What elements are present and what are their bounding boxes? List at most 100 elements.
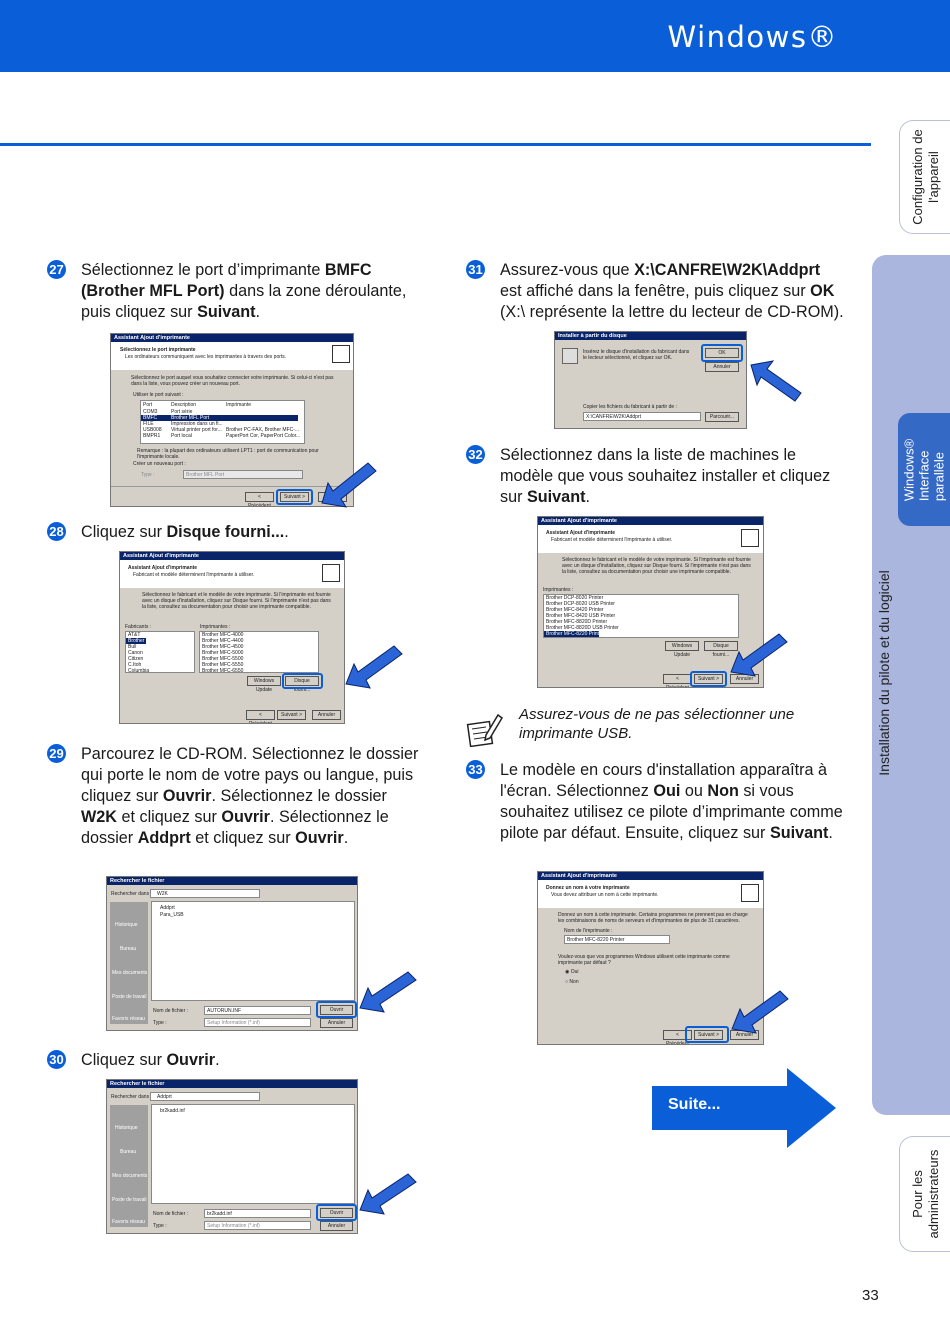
screen-disk-body: Sélectionnez le fabricant et le modèle d… [142, 592, 331, 610]
screen-port-row-printer: PaperPort Cor, PaperPort Color... [226, 433, 301, 439]
screen-open1-place: Favoris réseau [112, 1016, 146, 1022]
screen-name-name-value: Brother MFC-8220 Printer [567, 937, 625, 943]
screen-name-highlight [685, 1026, 729, 1043]
screen-open1-look-in: Rechercher dans : [111, 891, 152, 897]
page-number: 33 [862, 1287, 879, 1304]
screen-open2-place: Favoris réseau [112, 1219, 146, 1225]
screen-open2-name-label: Nom de fichier : [153, 1211, 189, 1217]
screen-open2-name-field: br2kadd.inf [204, 1209, 311, 1218]
tab-installation[interactable]: Installation du pilote et du logiciel [872, 255, 950, 1115]
step-31-text-1: Assurez-vous que [500, 261, 635, 279]
screen-models-printers-label: Imprimantes : [543, 587, 574, 593]
step-31-text-2: est affiché dans la fenêtre, puis clique… [500, 282, 811, 300]
screen-open2-cancel-button: Annuler [320, 1221, 353, 1231]
step-30-text: Cliquez sur Ouvrir. [81, 1050, 421, 1071]
step-27-text: Sélectionnez le port d’imprimante BMFC (… [81, 260, 421, 323]
screen-models-printer: Brother MFC-8220 Printer [546, 631, 604, 637]
step-31-bold-2: OK [810, 282, 835, 300]
step-31-text: Assurez-vous que X:\CANFRE\W2K\Addprt es… [500, 260, 845, 323]
step-27-bold-2: Suivant [197, 303, 256, 321]
step-29-text-1: Parcourez le CD-ROM. Sélectionnez le dos… [81, 745, 419, 805]
step-29-text-3: et cliquez sur [116, 808, 222, 826]
step-28-text-2: . [284, 523, 289, 541]
step-27-text-2: dans la zone déroulante, puis cliquez su… [81, 282, 407, 321]
tab-configuration[interactable]: Configuration de l'appareil [899, 120, 950, 234]
screen-port-list: Port Description Imprimante COM3 Port sé… [140, 400, 305, 444]
screen-port-type-field: Brother MFL Port [183, 470, 303, 479]
screen-models-printer: Brother MFC-8420 Printer [546, 607, 604, 613]
screen-name-yes-label: Oui [570, 969, 579, 975]
screen-open1-place: Poste de travail [112, 994, 147, 1000]
screen-open1-file: Addprt [160, 905, 175, 911]
screen-disk-maker: Citizen [128, 656, 144, 662]
step-29-text: Parcourez le CD-ROM. Sélectionnez le dos… [81, 744, 426, 849]
screen-port-type-label: Type : [141, 472, 155, 478]
step-29-bold-1: Ouvrir [162, 787, 212, 805]
screen-models-printer: Brother MFC-8420 USB Printer [546, 613, 616, 619]
screen-name-no-label: Non [569, 979, 579, 985]
step-number-33: 33 [466, 760, 485, 779]
screen-port-row-port: BMFC [143, 415, 158, 421]
step-number-32: 32 [466, 445, 485, 464]
screen-open1-place: Bureau [120, 946, 137, 952]
screen-open1-type-label: Type : [153, 1020, 167, 1026]
next-page-arrow[interactable] [652, 1068, 836, 1148]
step-29-text-6: . [343, 829, 349, 847]
screen-disk-printers-list: Brother MFC-4000 Brother MFC-4400 Brothe… [199, 631, 319, 674]
screen-disk-titlebar: Assistant Ajout d'imprimante [120, 552, 344, 560]
screen-install-cancel-button: Annuler [705, 362, 739, 372]
screen-models-printers-list: Brother DCP-8020 Printer Brother DCP-802… [543, 594, 739, 638]
next-page-label[interactable]: Suite... [668, 1096, 721, 1113]
screen-open2-look-in: Rechercher dans : [111, 1094, 152, 1100]
step-32-text-2: . [585, 488, 590, 506]
screen-open1-open-button: Ouvrir [320, 1005, 353, 1015]
step-number-30: 30 [47, 1050, 66, 1069]
screen-open1-cancel-button: Annuler [320, 1018, 353, 1028]
screen-open2-file: br2kadd.inf [160, 1108, 185, 1114]
step-29-bold-5: Ouvrir [295, 829, 344, 847]
screen-name-titlebar: Assistant Ajout d'imprimante [538, 872, 763, 880]
screen-disk-windows-update-button: Windows Update [247, 676, 281, 693]
screen-port-radio-new: Créer un nouveau port : [133, 461, 186, 467]
tab-administrators-label: Pour les administrateurs [909, 1149, 941, 1239]
screen-open2-titlebar: Rechercher le fichier [107, 1080, 357, 1088]
arrow-pointer-27 [321, 462, 377, 508]
screen-disk-printer: Brother MFC-6550 [202, 668, 244, 674]
header-title: Windows® [667, 20, 838, 54]
screen-disk-have-disk-button: Disque fourni... [285, 676, 319, 693]
screen-disk-maker: Brother [128, 638, 145, 644]
tab-administrators[interactable]: Pour les administrateurs [899, 1136, 950, 1252]
screen-disk-printer-icon [322, 564, 340, 582]
screen-disk-printers-label: Imprimantes : [200, 624, 231, 630]
step-33-text-1: Le modèle en cours d'installation appara… [500, 761, 828, 800]
screen-port-titlebar: Assistant Ajout d'imprimante [111, 334, 353, 342]
screen-disk-maker: Columbia [128, 668, 150, 674]
screen-open1-name-label: Nom de fichier : [153, 1008, 189, 1014]
screen-disk-maker: Bull [128, 644, 137, 650]
screen-install-path-field: X:\CANFRE\W2K\Addprt [583, 412, 701, 421]
screen-disk-printer: Brother MFC-4000 [202, 632, 244, 638]
screen-models-have-disk-button: Disque fourni... [704, 641, 738, 658]
arrow-pointer-28 [345, 645, 403, 689]
screen-open2-place: Historique [115, 1125, 138, 1131]
step-27-text-3: . [255, 303, 261, 321]
step-29-bold-2: W2K [81, 808, 117, 826]
arrow-pointer-30 [359, 1173, 417, 1215]
screen-port-separator [111, 486, 353, 487]
step-33-text-4: . [828, 824, 833, 842]
screen-open1-name-value: AUTORUN.INF [207, 1008, 242, 1014]
screen-open1-places-bar: Historique Bureau Mes documents Poste de… [110, 902, 148, 1024]
screen-port-header-panel [111, 342, 353, 370]
screen-port-row-desc: Impression dans un fi... [171, 421, 223, 427]
screen-name-next-button: Suivant > [694, 1030, 723, 1040]
screen-open1-type-field: Setup Information (*.inf) [204, 1018, 311, 1027]
step-27-text-1: Sélectionnez le port d’imprimante [81, 261, 325, 279]
step-33-bold-1: Oui [653, 782, 681, 800]
screen-disk-maker-selected [126, 638, 146, 644]
screen-name-name-label: Nom de l'imprimante : [564, 928, 613, 934]
step-number-29: 29 [47, 744, 66, 763]
screen-name-back-button: < Précédent [663, 1030, 692, 1044]
screen-name-header-panel [538, 880, 763, 908]
tab-windows-parallel[interactable]: Windows® Interface parallèle [898, 413, 950, 526]
screen-open1-highlight [316, 1001, 357, 1018]
